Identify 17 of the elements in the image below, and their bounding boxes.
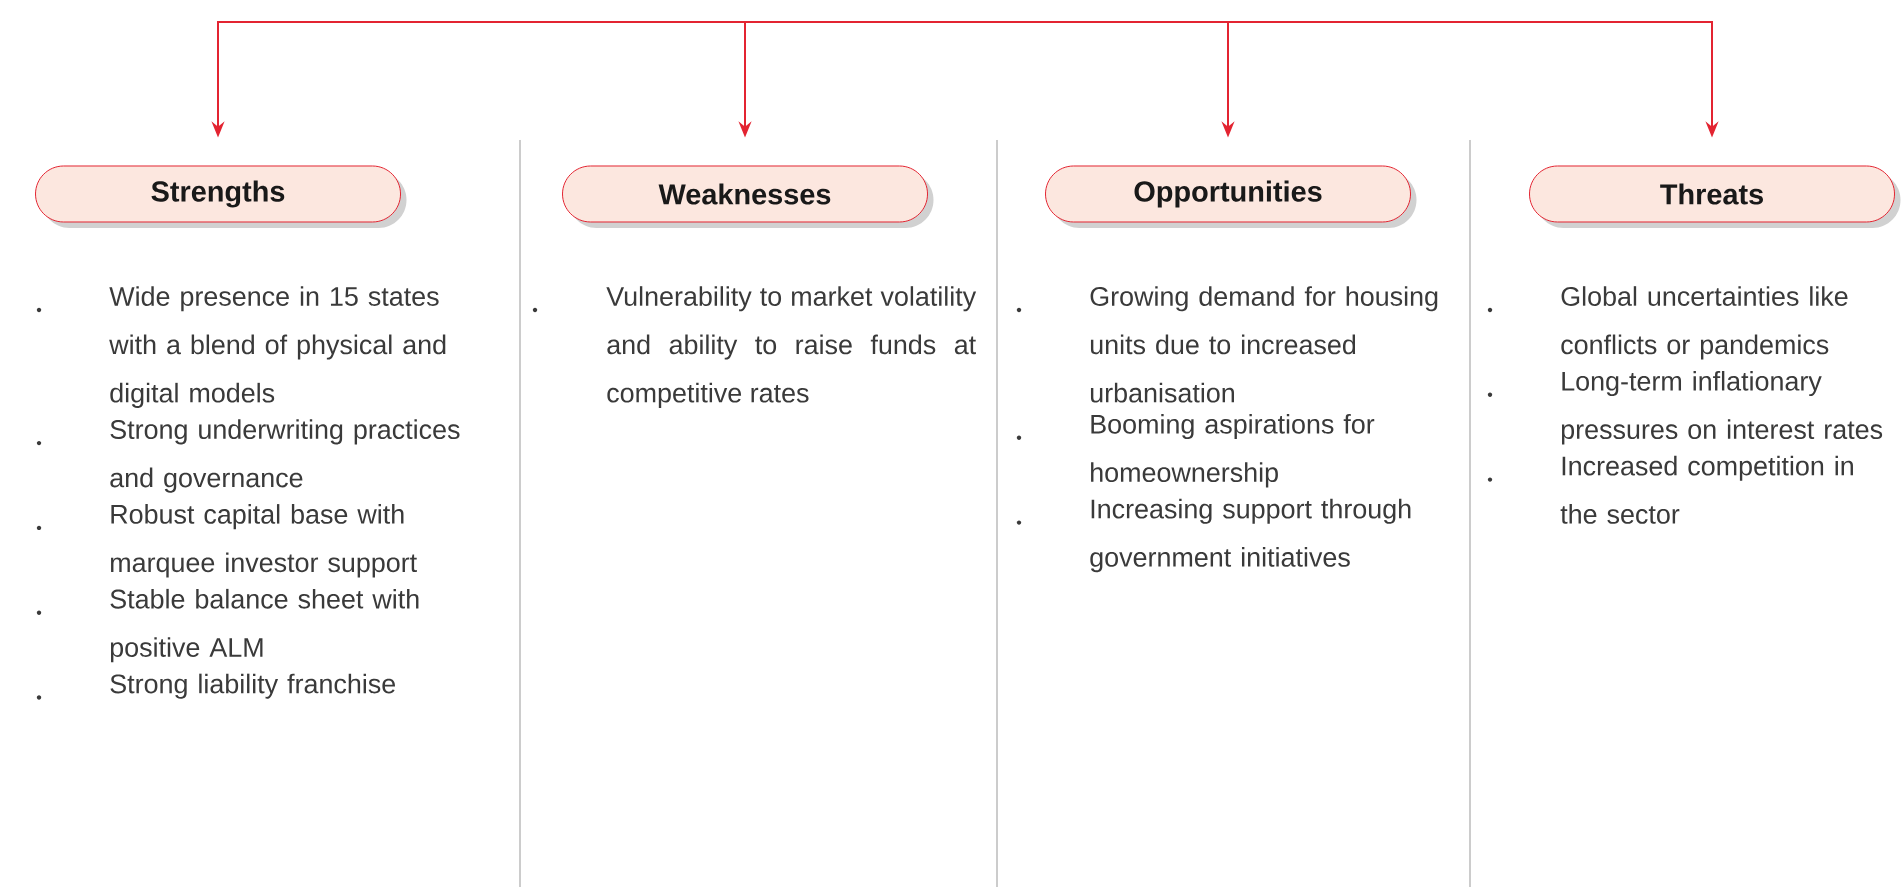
bullet-text: Stable balance sheet with positive ALM <box>110 588 419 663</box>
bullet-text: Booming aspirations for homeownership <box>1091 414 1375 488</box>
connector-line <box>216 21 1714 23</box>
bullet-text: Vulnerability to market volatility and ability to raise funds at competitive rates <box>606 286 977 408</box>
heading-pill: Weaknesses <box>562 165 934 228</box>
heading-pill: Threats <box>1529 165 1901 228</box>
heading-pill: Opportunities <box>1045 165 1417 228</box>
bullet-text: Robust capital base with marquee investor support <box>111 504 417 578</box>
bullet-text: Increased competition in the sector <box>1560 455 1853 524</box>
bullet-text: Wide presence in 15 states with a blend of physical and digital models <box>109 286 446 408</box>
bullet-text: Strong liability franchise <box>110 673 395 699</box>
bullet-text: Increasing support through government initiatives <box>1090 498 1411 573</box>
bullet-text: Global uncertainties like conflicts or pandemics <box>1561 286 1848 360</box>
bullet-text: Strong underwriting practices and governance <box>110 419 460 493</box>
heading-pill: Strengths <box>35 165 407 228</box>
bullet-text: Growing demand for housing units due to increased urbanisation <box>1090 286 1438 403</box>
bullet-text: Long-term inflationary pressures on interest rates <box>1561 371 1883 445</box>
